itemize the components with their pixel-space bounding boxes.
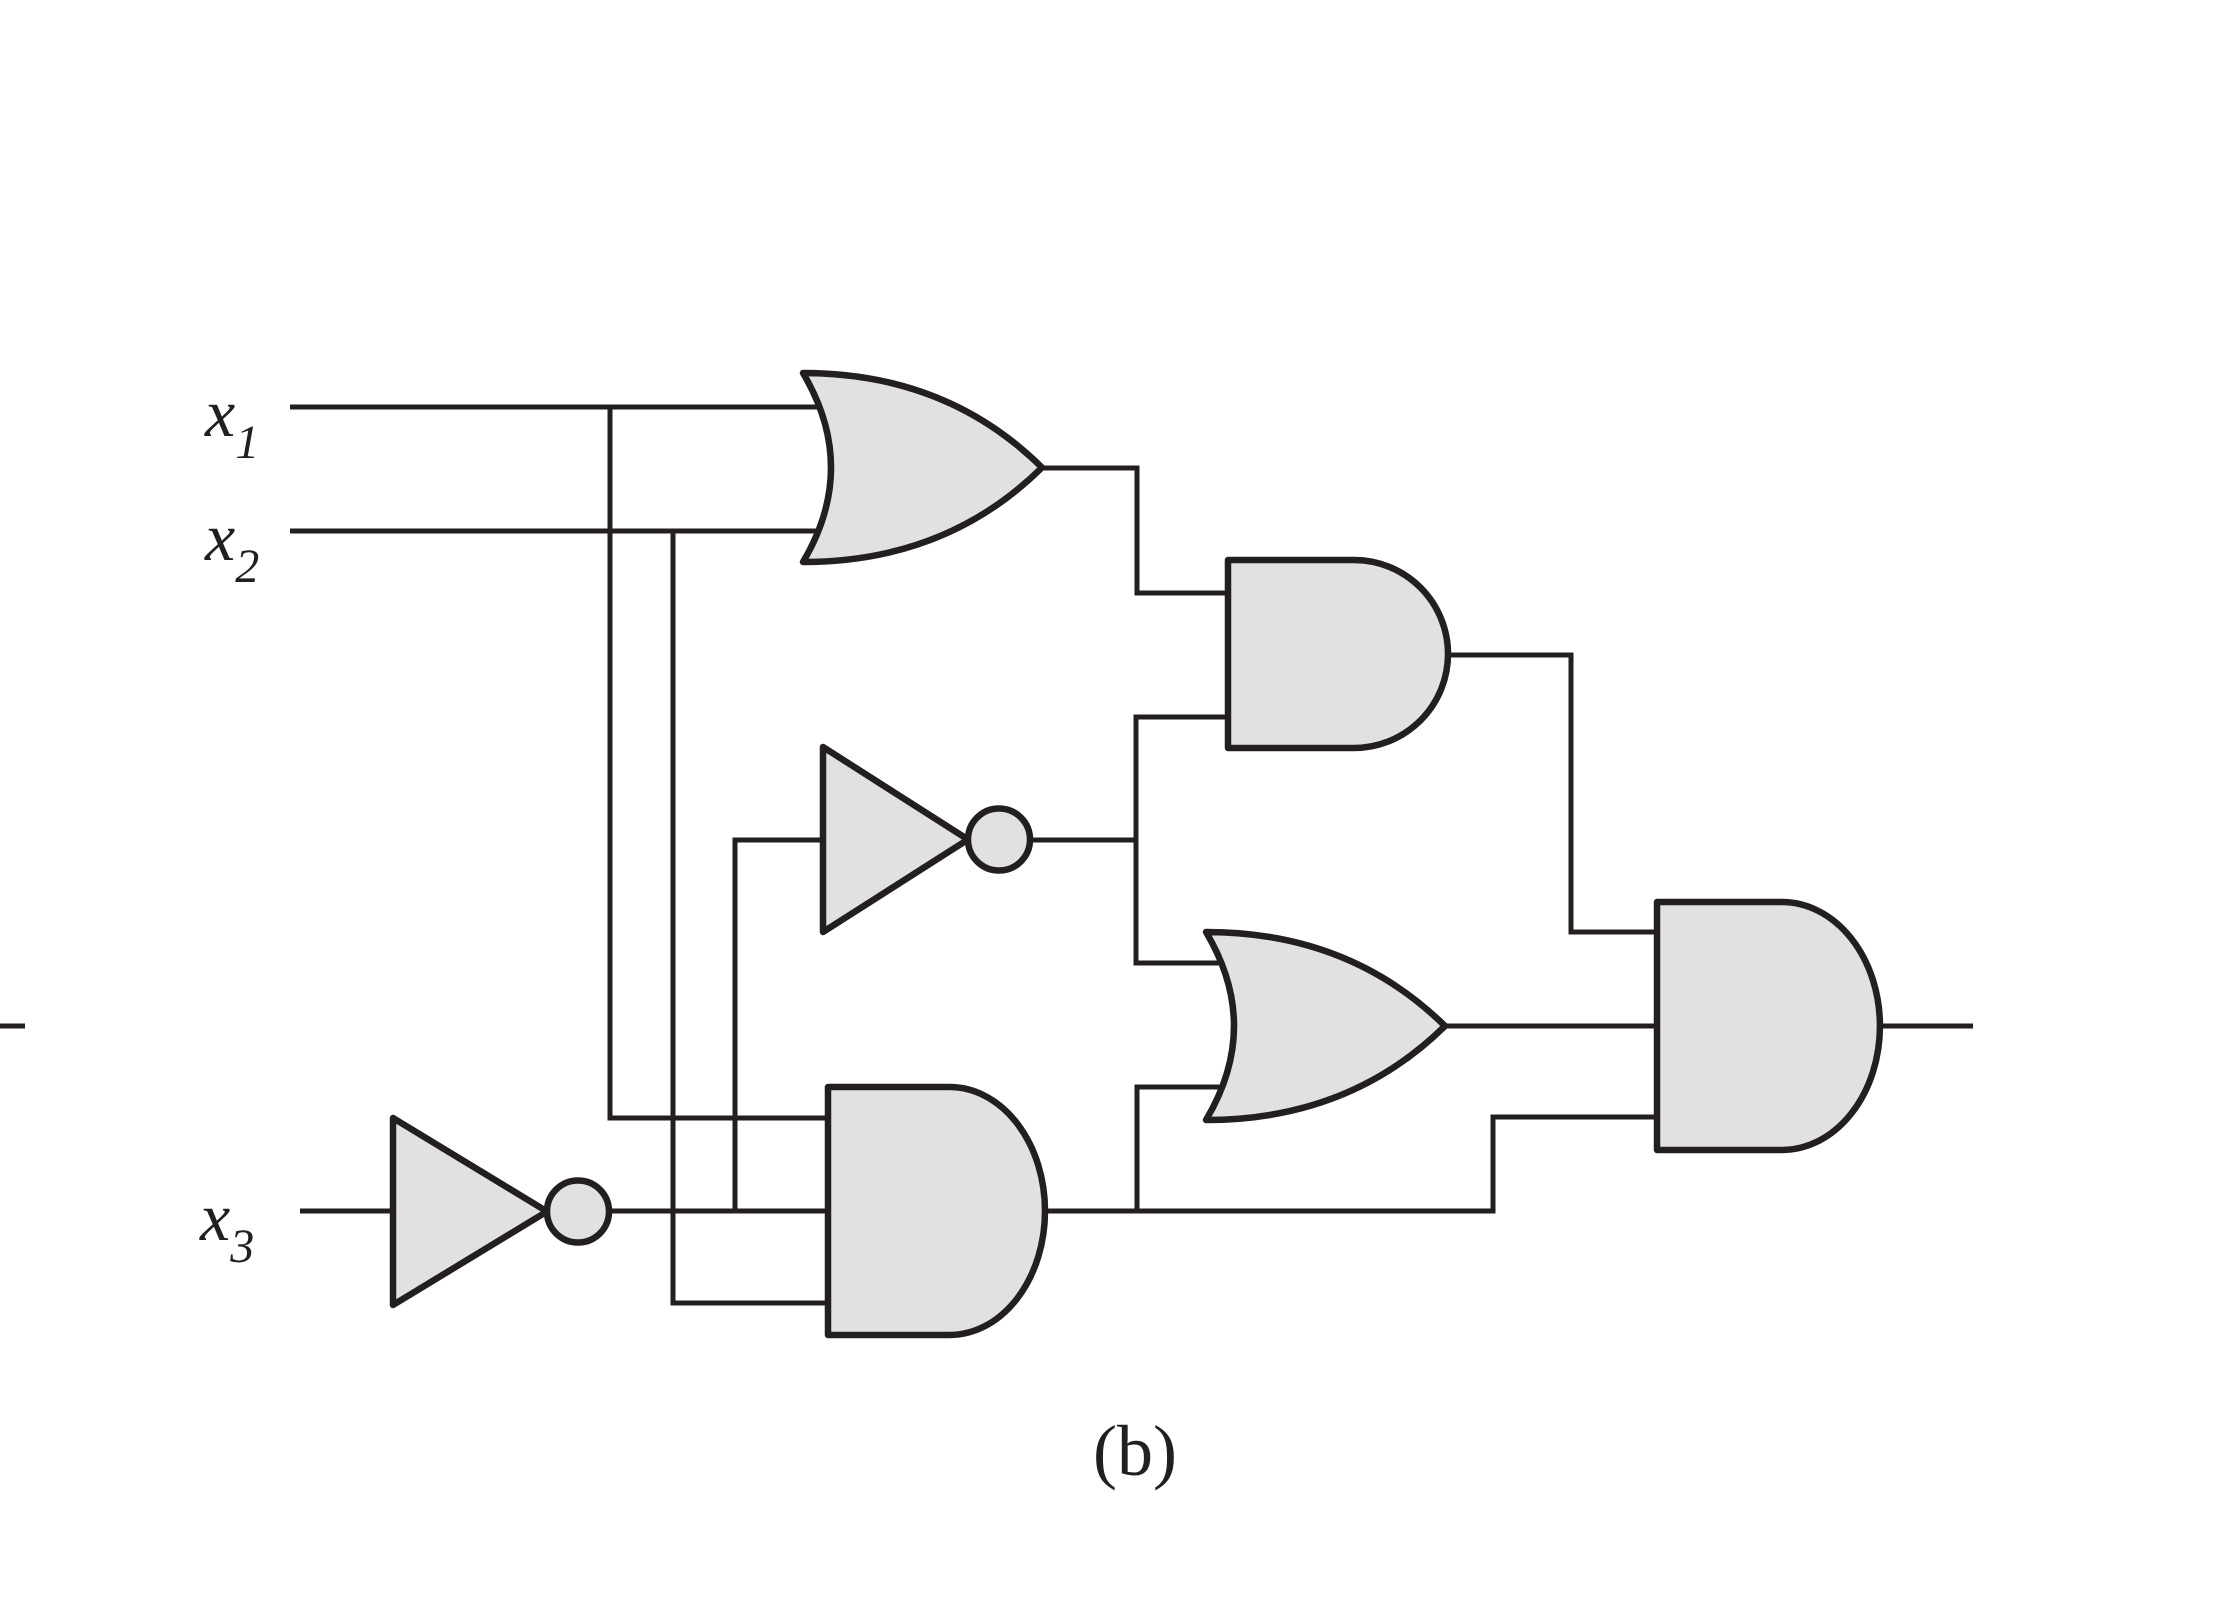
not1-bubble-icon — [964, 805, 1034, 874]
or1-gate — [799, 369, 1046, 566]
input-label-x2: x2 — [204, 499, 259, 593]
wire-x1-branch-to-and3 — [607, 407, 860, 1121]
not1-gate — [819, 743, 972, 936]
input-label-x1-subscript: 1 — [235, 416, 259, 469]
input-label-x3: x3 — [199, 1179, 254, 1273]
wire-and3-out-to-or2 — [1134, 1084, 1245, 1211]
not2-gate — [389, 1114, 551, 1309]
wire-or1-out-to-and1 — [1038, 465, 1245, 596]
input-label-x1: x1 — [204, 375, 259, 469]
and3-gate — [824, 1083, 1049, 1339]
wire-not1-node-to-and1-and-or2 — [1133, 714, 1245, 966]
and1-gate — [1224, 556, 1452, 752]
not2-bubble-icon — [543, 1177, 613, 1246]
input-label-x2-subscript: 2 — [235, 540, 259, 593]
and2-gate — [1653, 898, 1884, 1154]
wire-x2-branch-to-and3 — [670, 531, 860, 1306]
wire-and3-out-to-and2 — [1041, 1114, 1672, 1214]
figure-caption: (b) — [1093, 1411, 1177, 1491]
or2-gate — [1202, 928, 1449, 1124]
input-label-x3-subscript: 3 — [229, 1220, 254, 1273]
wire-and1-out-to-and2 — [1444, 652, 1672, 935]
wire-not2-out-to-not1-in — [732, 837, 830, 1211]
